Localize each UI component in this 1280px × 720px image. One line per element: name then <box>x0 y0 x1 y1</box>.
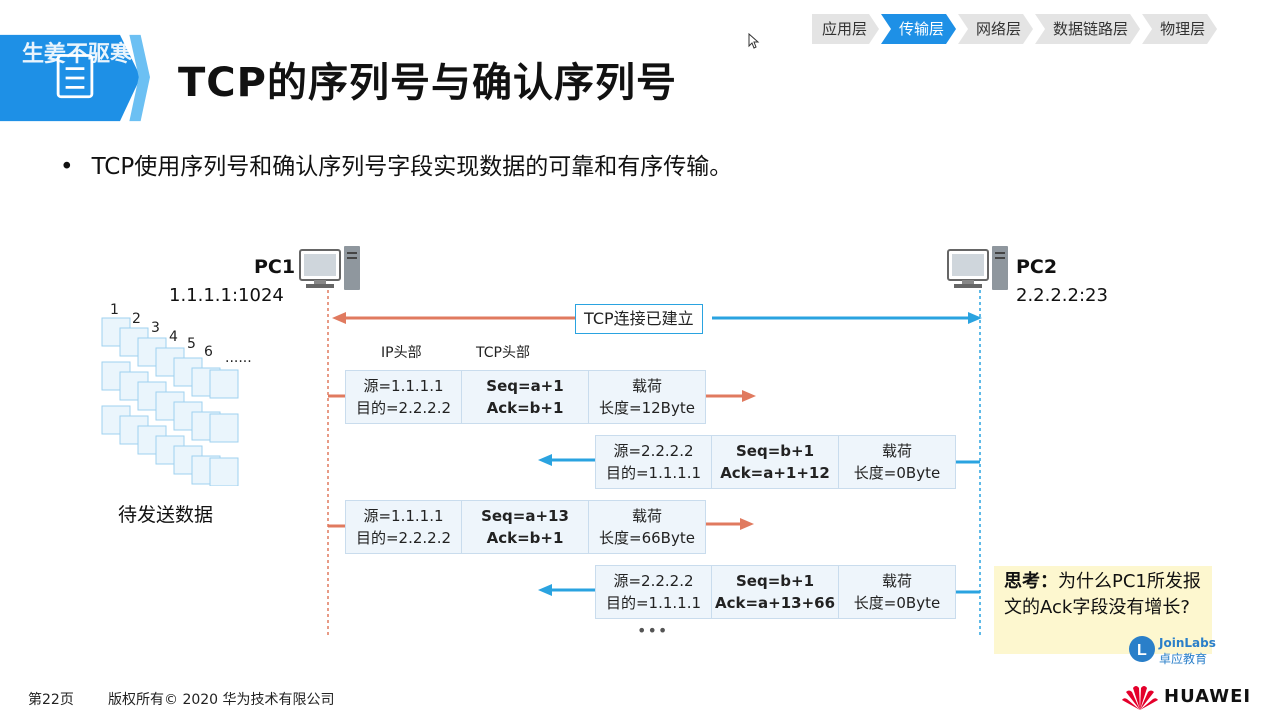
slide-title: TCP的序列号与确认序列号 <box>178 60 677 106</box>
think-text: 为什么PC1所发报文的Ack字段没有增长? <box>1004 571 1201 618</box>
conn-arrowhead-right <box>968 312 982 324</box>
connection-status-label: TCP连接已建立 <box>575 304 703 334</box>
packet-payload: 载荷长度=12Byte <box>589 371 705 423</box>
pc2-address: 2.2.2.2:23 <box>1016 285 1108 306</box>
packet-ack: Ack=b+1 <box>486 529 564 547</box>
joinlabs-logo-icon: L <box>1129 636 1155 662</box>
pkt1-arrowhead <box>742 390 756 402</box>
layer-physical[interactable]: 物理层 <box>1142 14 1217 44</box>
queue-number-4: 4 <box>169 329 178 345</box>
layer-transport[interactable]: 传输层 <box>881 14 956 44</box>
packet-payload: 载荷长度=0Byte <box>839 566 955 618</box>
layer-network[interactable]: 网络层 <box>958 14 1033 44</box>
packet-ack: Ack=a+13+66 <box>714 594 836 612</box>
packet-length: 长度=12Byte <box>599 399 695 417</box>
pc2-computer-icon <box>947 246 1008 290</box>
packet-src: 源=1.1.1.1 <box>363 507 444 525</box>
queue-more: ...... <box>225 350 252 366</box>
packet-ack: Ack=a+1+12 <box>720 464 830 482</box>
queue-number-5: 5 <box>187 336 196 352</box>
packet-src: 源=1.1.1.1 <box>363 377 444 395</box>
packet-payload-label: 载荷 <box>631 377 662 395</box>
queue-number-1: 1 <box>110 302 119 318</box>
packet-src: 源=2.2.2.2 <box>613 442 694 460</box>
svg-text:L: L <box>1137 642 1147 659</box>
conn-arrowhead-left <box>332 312 346 324</box>
packet-payload: 载荷长度=0Byte <box>839 436 955 488</box>
ip-header-label: IP头部 <box>381 345 422 361</box>
tcp-header-label: TCP头部 <box>476 345 530 361</box>
packet-payload: 载荷长度=66Byte <box>589 501 705 553</box>
pkt2-arrowhead <box>538 454 552 466</box>
title-banner-icon <box>0 34 150 122</box>
pc1-address: 1.1.1.1:1024 <box>169 285 284 306</box>
packet-dst: 目的=2.2.2.2 <box>355 399 452 417</box>
packet-ip-header: 源=2.2.2.2 目的=1.1.1.1 <box>596 566 712 618</box>
bullet-dot: • <box>60 154 74 180</box>
packet-length: 长度=0Byte <box>853 464 941 482</box>
layer-datalink[interactable]: 数据链路层 <box>1035 14 1140 44</box>
pkt3-arrowhead <box>740 518 754 530</box>
queue-number-3: 3 <box>151 320 160 336</box>
packet-length: 长度=66Byte <box>599 529 695 547</box>
packet-seq: Seq=b+1 <box>735 442 815 460</box>
pc1-name: PC1 <box>254 256 296 278</box>
packet-dst: 目的=1.1.1.1 <box>605 594 702 612</box>
packet-seq: Seq=a+1 <box>486 377 564 395</box>
mouse-cursor-icon <box>748 33 760 49</box>
think-question-box: 思考：为什么PC1所发报文的Ack字段没有增长? <box>994 566 1212 654</box>
copyright-text: 版权所有© 2020 华为技术有限公司 <box>108 692 335 708</box>
huawei-brand-text: HUAWEI <box>1164 686 1252 707</box>
pc1-computer-icon <box>299 246 360 290</box>
think-label: 思考： <box>1004 571 1058 592</box>
packet-dst: 目的=2.2.2.2 <box>355 529 452 547</box>
more-packets-ellipsis: ••• <box>637 621 669 640</box>
packet-length: 长度=0Byte <box>853 594 941 612</box>
queue-label: 待发送数据 <box>118 504 214 526</box>
layer-breadcrumb: 应用层 传输层 网络层 数据链路层 物理层 <box>812 14 1219 44</box>
packet-src: 源=2.2.2.2 <box>613 572 694 590</box>
packet-seq: Seq=b+1 <box>735 572 815 590</box>
packet-payload-label: 载荷 <box>881 442 912 460</box>
bullet-text: TCP使用序列号和确认序列号字段实现数据的可靠和有序传输。 <box>91 154 733 180</box>
packet-ip-header: 源=2.2.2.2 目的=1.1.1.1 <box>596 436 712 488</box>
queue-number-6: 6 <box>204 344 213 360</box>
watermark-text: 生姜不驱寒 <box>22 42 133 67</box>
data-queue-graphic <box>101 317 239 486</box>
joinlabs-name: JoinLabs <box>1159 636 1216 650</box>
packet-ip-header: 源=1.1.1.1 目的=2.2.2.2 <box>346 501 462 553</box>
packet-payload-label: 载荷 <box>881 572 912 590</box>
joinlabs-subtitle: 卓应教育 <box>1159 652 1208 666</box>
pc2-name: PC2 <box>1016 256 1058 278</box>
bullet-point: • TCP使用序列号和确认序列号字段实现数据的可靠和有序传输。 <box>60 147 732 181</box>
packet-ack: Ack=b+1 <box>486 399 564 417</box>
packet-seq: Seq=a+13 <box>481 507 569 525</box>
queue-number-2: 2 <box>132 311 141 327</box>
huawei-logo-icon <box>1122 686 1158 710</box>
packet-payload-label: 载荷 <box>631 507 662 525</box>
packet-ip-header: 源=1.1.1.1 目的=2.2.2.2 <box>346 371 462 423</box>
pkt4-arrowhead <box>538 584 552 596</box>
layer-application[interactable]: 应用层 <box>812 14 879 44</box>
page-number: 第22页 <box>28 692 74 708</box>
packet-dst: 目的=1.1.1.1 <box>605 464 702 482</box>
